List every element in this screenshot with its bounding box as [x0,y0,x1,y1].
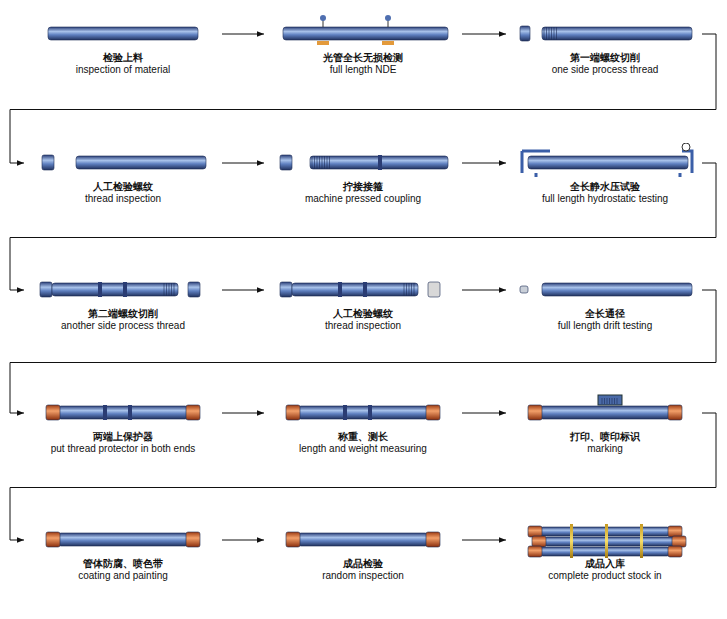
step-label-en: one side process thread [510,64,700,76]
step-label-zh: 成品检验 [268,558,458,570]
process-step: 第一端螺纹切削one side process thread [510,14,700,76]
step-label-en: length and weight measuring [268,443,458,455]
flow-arrow [10,413,716,540]
step-label-en: complete product stock in [510,570,700,582]
process-step: 成品检验random inspection [268,520,458,582]
process-step: 成品入库complete product stock in [510,520,700,582]
step-label-zh: 全长通径 [510,308,700,320]
flow-arrow [222,413,264,414]
step-label-zh: 全长静水压试验 [510,181,700,193]
pipe-illustration [268,520,458,560]
pipe-illustration [28,270,218,310]
step-label-zh: 管体防腐、喷色带 [28,558,218,570]
step-label-en: full length NDE [268,64,458,76]
pipe-illustration [28,393,218,433]
step-label-en: machine pressed coupling [268,193,458,205]
process-step: 拧接接箍machine pressed coupling [268,143,458,205]
step-label-en: random inspection [268,570,458,582]
pipe-illustration [510,143,700,183]
process-step: 全长通径full length drift testing [510,270,700,332]
step-label-zh: 第一端螺纹切削 [510,52,700,64]
flow-arrow [10,34,716,163]
step-label-en: full length hydrostatic testing [510,193,700,205]
pipe-illustration [268,14,458,54]
pipe-illustration [28,143,218,183]
pipe-illustration [510,520,700,560]
step-label-en: coating and painting [28,570,218,582]
pipe-illustration [510,270,700,310]
flow-arrow [222,540,264,541]
step-label-en: thread inspection [28,193,218,205]
process-step: 打印、喷印标识marking [510,393,700,455]
pipe-illustration [28,14,218,54]
flow-arrow [462,290,506,291]
step-label-zh: 打印、喷印标识 [510,431,700,443]
flow-arrow [222,163,264,164]
process-step: 第二端螺纹切削another side process thread [28,270,218,332]
process-step: 全长静水压试验full length hydrostatic testing [510,143,700,205]
flow-arrow [462,163,506,164]
process-step: 两端上保护器put thread protector in both ends [28,393,218,455]
process-step: 人工检验螺纹thread inspection [28,143,218,205]
flow-arrow [222,34,264,35]
process-step: 称重、测长length and weight measuring [268,393,458,455]
step-label-zh: 人工检验螺纹 [268,308,458,320]
step-label-zh: 第二端螺纹切削 [28,308,218,320]
pipe-illustration [28,520,218,560]
step-label-en: inspection of material [28,64,218,76]
flow-arrow [462,540,506,541]
process-step: 检验上料inspection of material [28,14,218,76]
process-step: 人工检验螺纹thread inspection [268,270,458,332]
pipe-illustration [510,393,700,433]
step-label-zh: 检验上料 [28,52,218,64]
pipe-illustration [510,14,700,54]
step-label-zh: 称重、测长 [268,431,458,443]
step-label-en: another side process thread [28,320,218,332]
step-label-en: thread inspection [268,320,458,332]
flow-arrow [462,413,506,414]
step-label-zh: 人工检验螺纹 [28,181,218,193]
pipe-illustration [268,393,458,433]
step-label-en: marking [510,443,700,455]
flow-arrow [10,290,716,413]
step-label-en: full length drift testing [510,320,700,332]
pipe-illustration [268,143,458,183]
flow-arrow [222,290,264,291]
pipe-illustration [268,270,458,310]
process-step: 光管全长无损检测full length NDE [268,14,458,76]
flow-arrow [462,34,506,35]
step-label-zh: 两端上保护器 [28,431,218,443]
step-label-zh: 光管全长无损检测 [268,52,458,64]
process-step: 管体防腐、喷色带coating and painting [28,520,218,582]
step-label-en: put thread protector in both ends [28,443,218,455]
step-label-zh: 成品入库 [510,558,700,570]
flow-arrow [10,163,716,290]
step-label-zh: 拧接接箍 [268,181,458,193]
